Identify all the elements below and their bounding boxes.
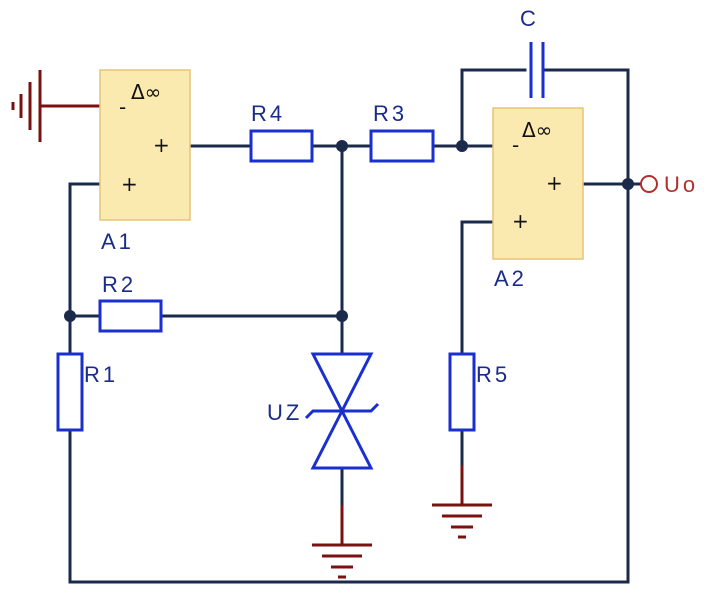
junction-dot [64,310,76,322]
junction-dot [336,140,348,152]
label-r1: R1 [84,362,118,387]
opamp-a2: - Δ∞ + + [492,107,584,260]
resistor-r5 [448,352,476,432]
label-uz: UZ [267,400,302,425]
label-c: C [520,6,539,31]
capacitor-c [529,42,545,98]
label-r4: R4 [251,101,285,126]
a1-output-sign: + [153,133,170,157]
a2-noninv-wire [460,220,495,356]
junction-dot [622,178,634,190]
junction-dot [336,310,348,322]
a2-inverting-pin: - [512,133,519,157]
cap-right-wire [544,68,630,584]
output-terminal [640,175,658,193]
a2-output-sign: + [546,171,563,195]
a1-noninverting-pin: + [121,172,138,196]
opamp-a1: - Δ∞ + + [99,69,191,221]
resistor-r3 [369,129,435,163]
label-a1: A1 [101,229,134,254]
junction-dot [456,140,468,152]
ground-symbol-a1 [11,70,42,142]
junctions [64,140,634,322]
label-a2: A2 [494,266,527,291]
wires [40,68,642,584]
label-r2: R2 [102,272,136,297]
label-uo: Uo [664,172,698,197]
ground-symbol-r5 [432,503,492,539]
a1-inverting-pin: - [119,95,126,119]
label-r5: R5 [476,362,510,387]
resistor-r2 [98,299,163,333]
zener-diode-uz [304,352,380,470]
cap-left-wire [460,68,527,148]
resistor-r4 [249,129,314,163]
a2-gain-symbol: Δ∞ [522,118,552,142]
a1-noninv-wire [68,182,102,356]
label-r3: R3 [373,101,407,126]
a1-gain-symbol: Δ∞ [131,80,161,104]
ground-symbol-uz [312,543,372,579]
a2-noninverting-pin: + [512,209,529,233]
resistor-r1 [56,352,84,432]
